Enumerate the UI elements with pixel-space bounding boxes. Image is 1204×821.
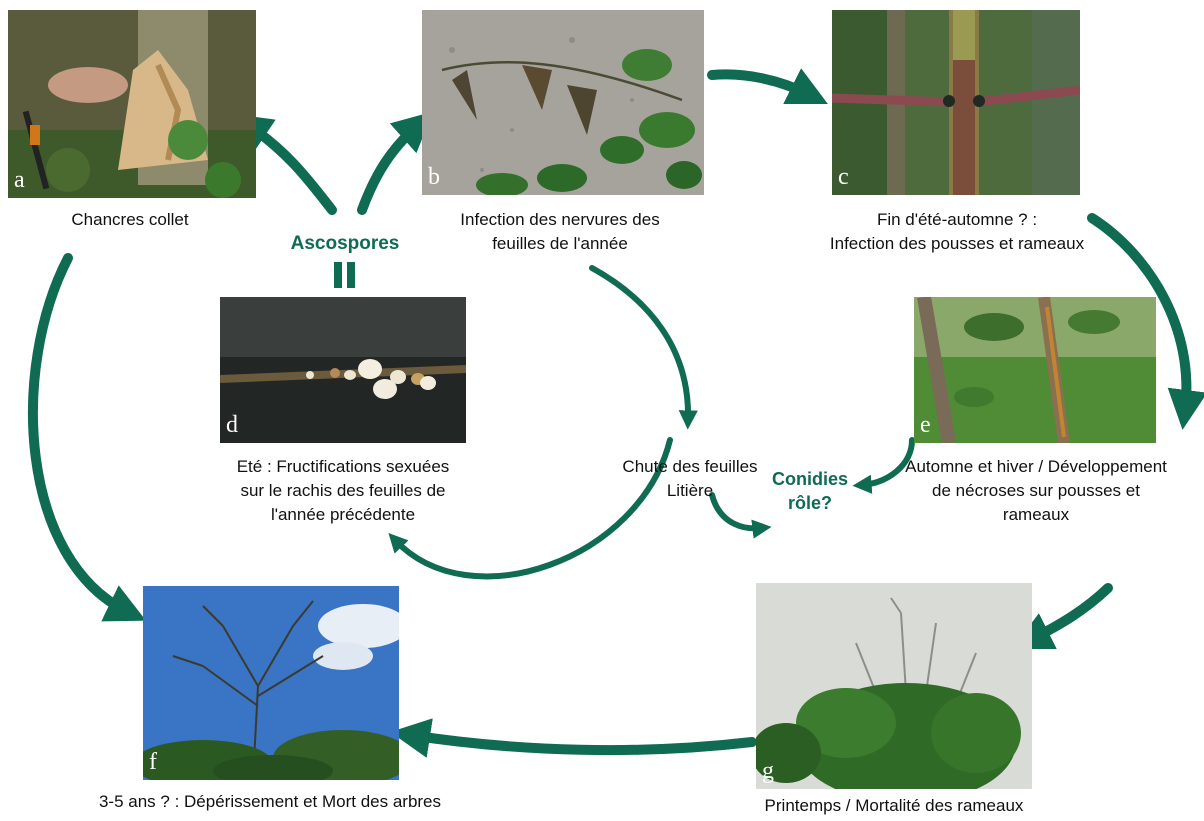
photo-letter: f xyxy=(149,749,157,775)
photo-letter: a xyxy=(14,167,25,193)
photo-a-collar-canker: a xyxy=(8,10,256,198)
arrow-ascospores-to-b xyxy=(357,111,433,215)
photo-letter: e xyxy=(920,412,931,438)
arrow-b-to-litter xyxy=(589,265,698,430)
photo-b-leaf-vein-infection: b xyxy=(422,10,704,195)
equals-sign xyxy=(334,262,355,288)
arrow-litter-to-conidies xyxy=(709,492,772,539)
caption-f: 3-5 ans ? : Dépérissement et Mort des ar… xyxy=(98,792,442,811)
arrow-c-to-e xyxy=(1087,213,1204,430)
photo-f-dying-tree: f xyxy=(143,586,399,780)
photo-letter: b xyxy=(428,164,440,190)
arrow-b-to-c xyxy=(707,68,828,104)
photo-letter: c xyxy=(838,164,849,190)
caption-g: Printemps / Mortalité des rameaux xyxy=(764,796,1024,815)
conidies-label: Conidies rôle? xyxy=(771,469,848,513)
caption-d: Eté : Fructifications sexuées sur le rac… xyxy=(236,457,450,524)
caption-c: Fin d'été-automne ? : Infection des pous… xyxy=(829,210,1085,253)
arrow-litter-to-d xyxy=(388,437,673,580)
photo-d-fruiting-bodies: d xyxy=(220,297,466,443)
caption-litter: Chute des feuilles Litière xyxy=(622,457,758,500)
ascospores-label: Ascospores xyxy=(290,233,400,254)
arrow-e-to-conidies xyxy=(852,437,915,494)
caption-b: Infection des nervures des feuilles de l… xyxy=(460,210,660,253)
photo-e-necrosis: e xyxy=(914,297,1156,443)
caption-a: Chancres collet xyxy=(71,210,189,229)
arrow-e-to-g xyxy=(1012,583,1113,649)
arrow-g-to-f xyxy=(390,718,757,758)
photo-c-shoot-infection: c xyxy=(832,10,1080,195)
photo-g-branch-mortality: g xyxy=(756,583,1032,789)
photo-letter: g xyxy=(762,758,774,784)
arrow-a-to-f xyxy=(27,253,147,622)
caption-e: Automne et hiver / Développement de nécr… xyxy=(905,457,1167,524)
arrow-ascospores-to-a xyxy=(231,113,337,215)
photo-letter: d xyxy=(226,412,238,438)
